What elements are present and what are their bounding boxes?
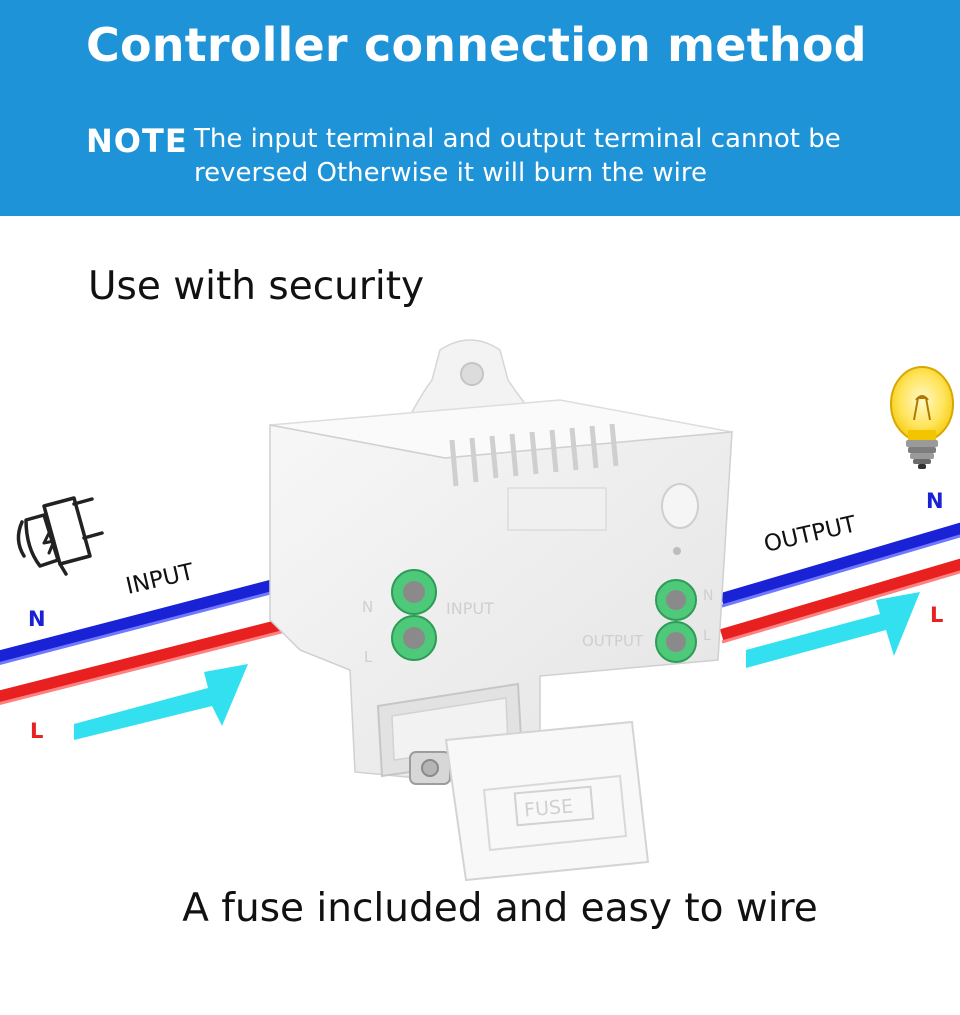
input-flow-arrow	[74, 664, 248, 740]
pairing-button	[661, 483, 699, 529]
output-wires	[720, 522, 960, 644]
mounting-hole	[460, 362, 484, 386]
note-text: The input terminal and output terminal c…	[194, 124, 841, 188]
input-live-wire	[0, 613, 307, 705]
output-neutral-label: N	[926, 489, 944, 513]
input-wires	[0, 571, 307, 706]
bottom-caption: A fuse included and easy to wire	[182, 886, 818, 931]
section-subtitle: Use with security	[88, 264, 425, 309]
output-terminals	[655, 579, 697, 663]
terminal-output-text: OUTPUT	[582, 632, 644, 650]
input-neutral-wire-highlight	[0, 582, 306, 665]
status-led	[673, 547, 681, 555]
terminal-n-text: N	[362, 598, 373, 616]
note-label: NOTE	[86, 122, 188, 160]
header-banner: Controller connection method NOTE The in…	[0, 0, 960, 216]
fuse-cap	[444, 720, 650, 882]
output-label: OUTPUT	[762, 511, 860, 558]
fuse-holder: FUSE	[409, 720, 650, 882]
light-bulb-icon	[890, 366, 954, 469]
terminal-n-text-right: N	[703, 588, 713, 604]
input-live-label: L	[30, 719, 43, 743]
terminal-l-text-right: L	[703, 628, 711, 644]
output-live-wire-highlight	[721, 570, 960, 644]
output-live-label: L	[930, 603, 943, 627]
input-label: INPUT	[124, 559, 198, 600]
vents	[449, 423, 619, 487]
input-terminals	[391, 569, 437, 661]
controller-device: N L INPUT OUTPUT N L	[269, 339, 733, 791]
label-recess	[507, 487, 607, 531]
input-neutral-label: N	[28, 607, 46, 631]
output-neutral-wire-highlight	[721, 534, 960, 608]
plug-icon	[16, 496, 104, 574]
page-title: Controller connection method	[86, 18, 867, 72]
output-live-wire	[720, 558, 960, 643]
terminal-input-text: INPUT	[446, 599, 494, 618]
fuse-text: FUSE	[523, 795, 574, 821]
output-neutral-wire	[720, 522, 960, 607]
output-flow-arrow	[746, 592, 920, 668]
terminal-l-text: L	[364, 648, 373, 666]
input-neutral-wire	[0, 571, 307, 665]
input-live-wire-highlight	[0, 624, 306, 706]
